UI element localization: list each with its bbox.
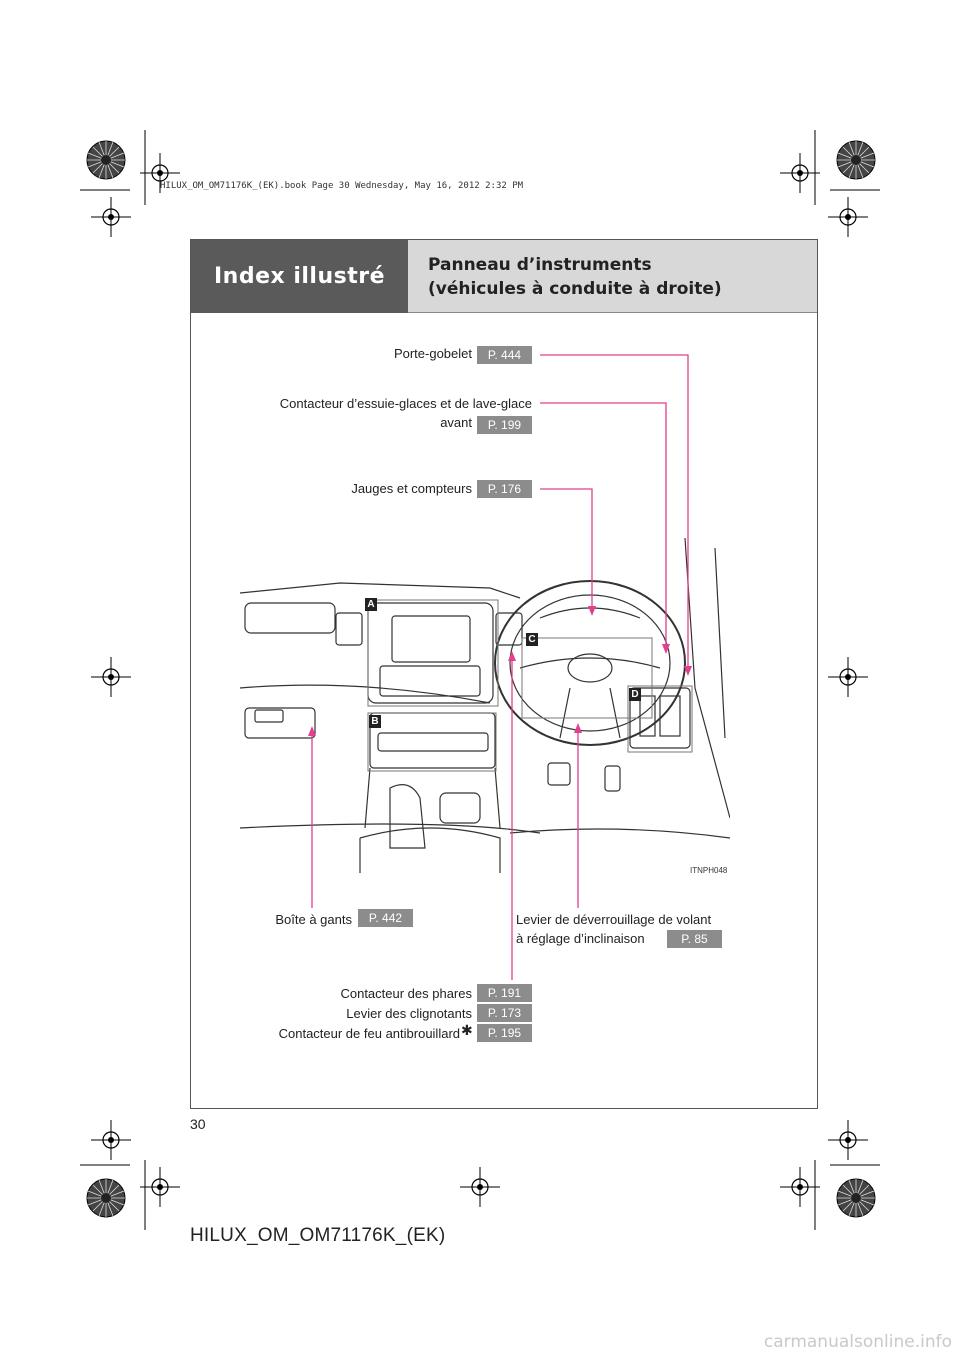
zone-c-badge: C [526, 633, 538, 646]
page-title: Panneau d’instruments (véhicules à condu… [428, 253, 722, 301]
fog-light-page-ref[interactable]: P. 195 [477, 1024, 532, 1042]
title-bar [408, 240, 817, 313]
glovebox-page-ref[interactable]: P. 442 [358, 909, 413, 927]
glovebox-label: Boîte à gants [275, 912, 352, 927]
cup-holder-label: Porte-gobelet [393, 346, 472, 361]
page-frame [190, 239, 818, 1109]
section-tab: Index illustré [191, 240, 408, 313]
headlight-label: Contacteur des phares [340, 986, 472, 1001]
tilt-page-ref[interactable]: P. 85 [667, 930, 722, 948]
print-header: HILUX_OM_OM71176K_(EK).book Page 30 Wedn… [160, 181, 524, 191]
wiper-page-ref[interactable]: P. 199 [477, 416, 532, 434]
gauges-label: Jauges et compteurs [351, 481, 472, 496]
zone-a-badge: A [365, 598, 377, 611]
gauges-page-ref[interactable]: P. 176 [477, 480, 532, 498]
turn-signal-page-ref[interactable]: P. 173 [477, 1004, 532, 1022]
asterisk-icon: ✱ [461, 1022, 473, 1038]
tilt-label-line2: à réglage d’inclinaison [516, 931, 645, 946]
cup-holder-page-ref[interactable]: P. 444 [477, 346, 532, 364]
page-title-line2: (véhicules à conduite à droite) [428, 279, 722, 299]
page-number: 30 [190, 1116, 206, 1132]
tilt-label-line1: Levier de déverrouillage de volant [516, 912, 712, 927]
wiper-label-line1: Contacteur d’essuie-glaces et de lave-gl… [279, 396, 532, 411]
page-title-line1: Panneau d’instruments [428, 255, 652, 275]
image-code: ITNPH048 [690, 866, 728, 875]
turn-signal-label: Levier des clignotants [346, 1006, 472, 1021]
zone-d-badge: D [629, 688, 641, 701]
watermark: carmanualsonline.info [763, 1332, 952, 1352]
wiper-label-line2: avant [440, 415, 472, 430]
headlight-page-ref[interactable]: P. 191 [477, 984, 532, 1002]
footer-doc-id: HILUX_OM_OM71176K_(EK) [190, 1225, 446, 1246]
fog-light-label: Contacteur de feu antibrouillard [278, 1026, 460, 1041]
zone-b-badge: B [369, 715, 381, 728]
